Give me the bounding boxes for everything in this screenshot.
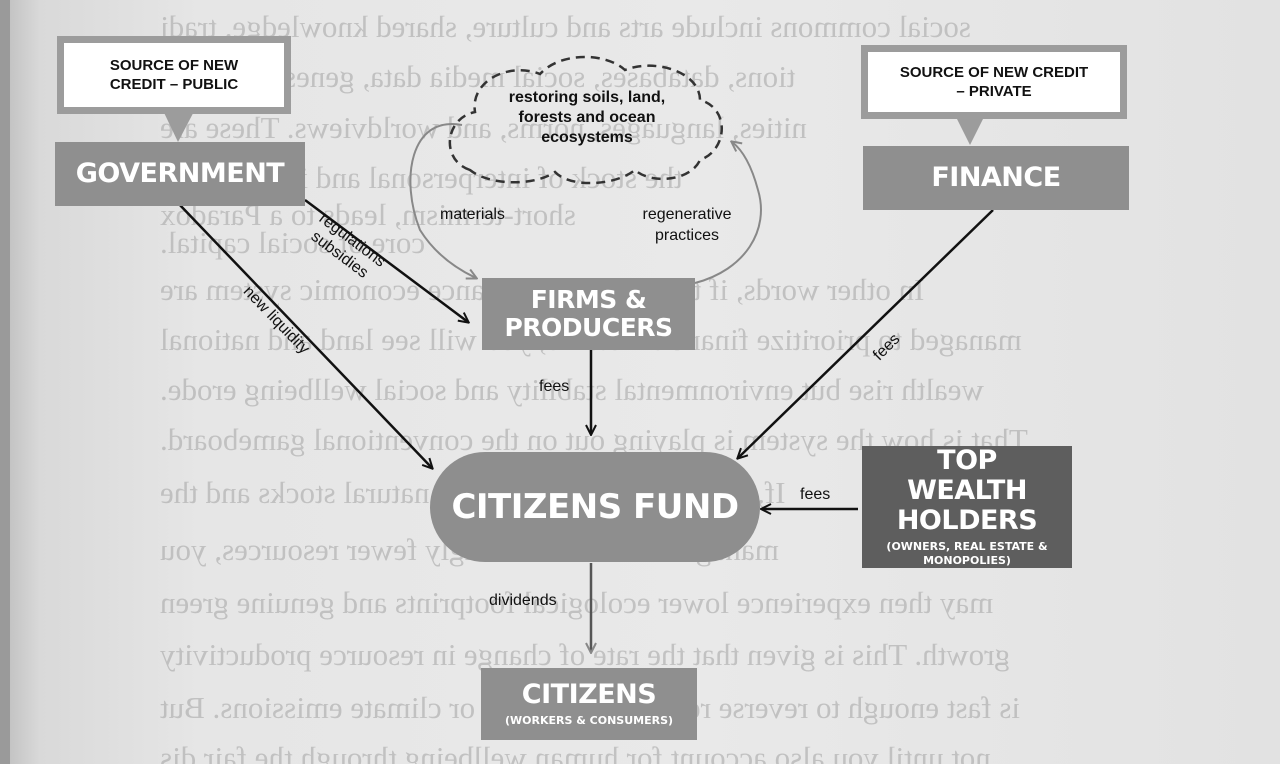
citizens-fund-node: CITIZENS FUND <box>430 452 760 562</box>
ecosystems-label: restoring soils, land, forests and ocean… <box>508 89 666 146</box>
regenerative-practices-arrow <box>694 142 762 284</box>
firms-producers-label: FIRMS & PRODUCERS <box>504 285 673 342</box>
firms-producers-box: FIRMS & PRODUCERS <box>482 278 695 350</box>
private-source-pointer <box>948 101 992 145</box>
government-label: GOVERNMENT <box>75 158 285 189</box>
regenerative-practices-label: regenerative practices <box>642 206 732 244</box>
citizens-fund-label: CITIZENS FUND <box>451 487 739 527</box>
materials-label: materials <box>440 206 505 223</box>
top-wealth-holders-box: TOP WEALTH HOLDERS (OWNERS, REAL ESTATE … <box>862 446 1072 568</box>
citizens-box: CITIZENS (WORKERS & CONSUMERS) <box>481 668 697 740</box>
dividends-label: dividends <box>489 592 557 609</box>
citizens-sublabel: (WORKERS & CONSUMERS) <box>504 714 674 727</box>
private-credit-source-label: SOURCE OF NEW CREDIT – PRIVATE <box>899 64 1089 100</box>
materials-arrow <box>409 122 476 278</box>
private-credit-source-box: SOURCE OF NEW CREDIT – PRIVATE <box>861 45 1127 119</box>
finance-box: FINANCE <box>863 146 1129 210</box>
public-credit-source-box: SOURCE OF NEW CREDIT – PUBLIC <box>57 36 291 114</box>
top-wealth-holders-label: TOP WEALTH HOLDERS <box>896 445 1038 536</box>
finance-fees-arrow <box>738 209 994 458</box>
government-box: GOVERNMENT <box>55 142 305 206</box>
public-source-pointer <box>158 100 200 142</box>
wealth-fees-label: fees <box>800 486 831 503</box>
ecosystems-cloud <box>448 55 723 185</box>
citizens-label: CITIZENS <box>521 679 657 710</box>
finance-label: FINANCE <box>931 162 1061 193</box>
public-credit-source-label: SOURCE OF NEW CREDIT – PUBLIC <box>109 57 239 93</box>
regulations-subsidies-arrow <box>304 198 468 322</box>
firms-fees-label: fees <box>539 378 570 395</box>
top-wealth-holders-sublabel: (OWNERS, REAL ESTATE & MONOPOLIES) <box>886 540 1048 567</box>
new-liquidity-arrow <box>177 202 432 468</box>
page-edge-shadow <box>0 0 10 764</box>
